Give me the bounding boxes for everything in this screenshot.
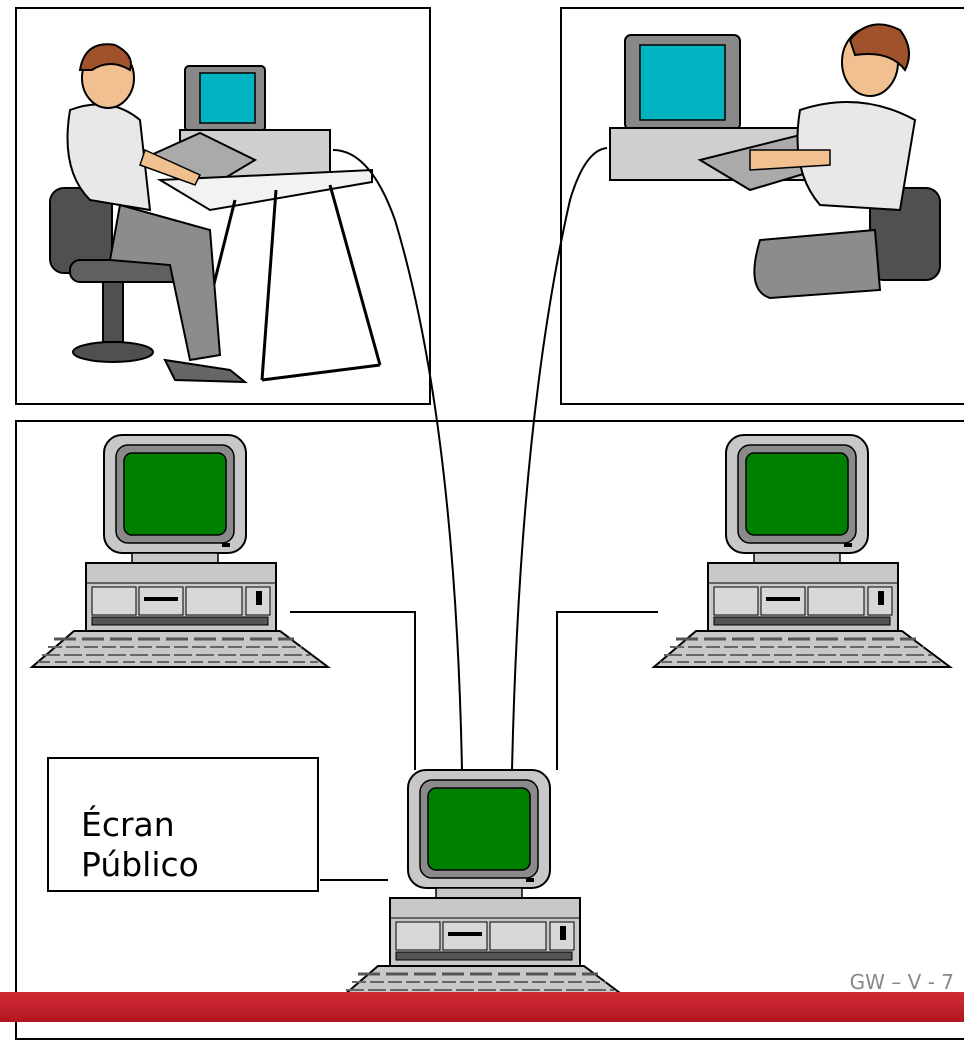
operator-left-illustration — [49, 43, 382, 384]
footer-bar — [0, 992, 964, 1022]
public-screen-line-1: Écran — [81, 805, 175, 844]
workstation-server — [334, 768, 634, 1004]
network-cables — [290, 147, 658, 881]
operator-right-illustration — [609, 23, 941, 300]
workstation-top-left — [30, 433, 330, 669]
workstation-top-right — [652, 433, 952, 669]
footer-page-label: GW – V - 7 — [849, 970, 954, 994]
public-screen-label-box: Écran Público — [47, 757, 319, 892]
public-screen-line-2: Público — [81, 845, 199, 884]
